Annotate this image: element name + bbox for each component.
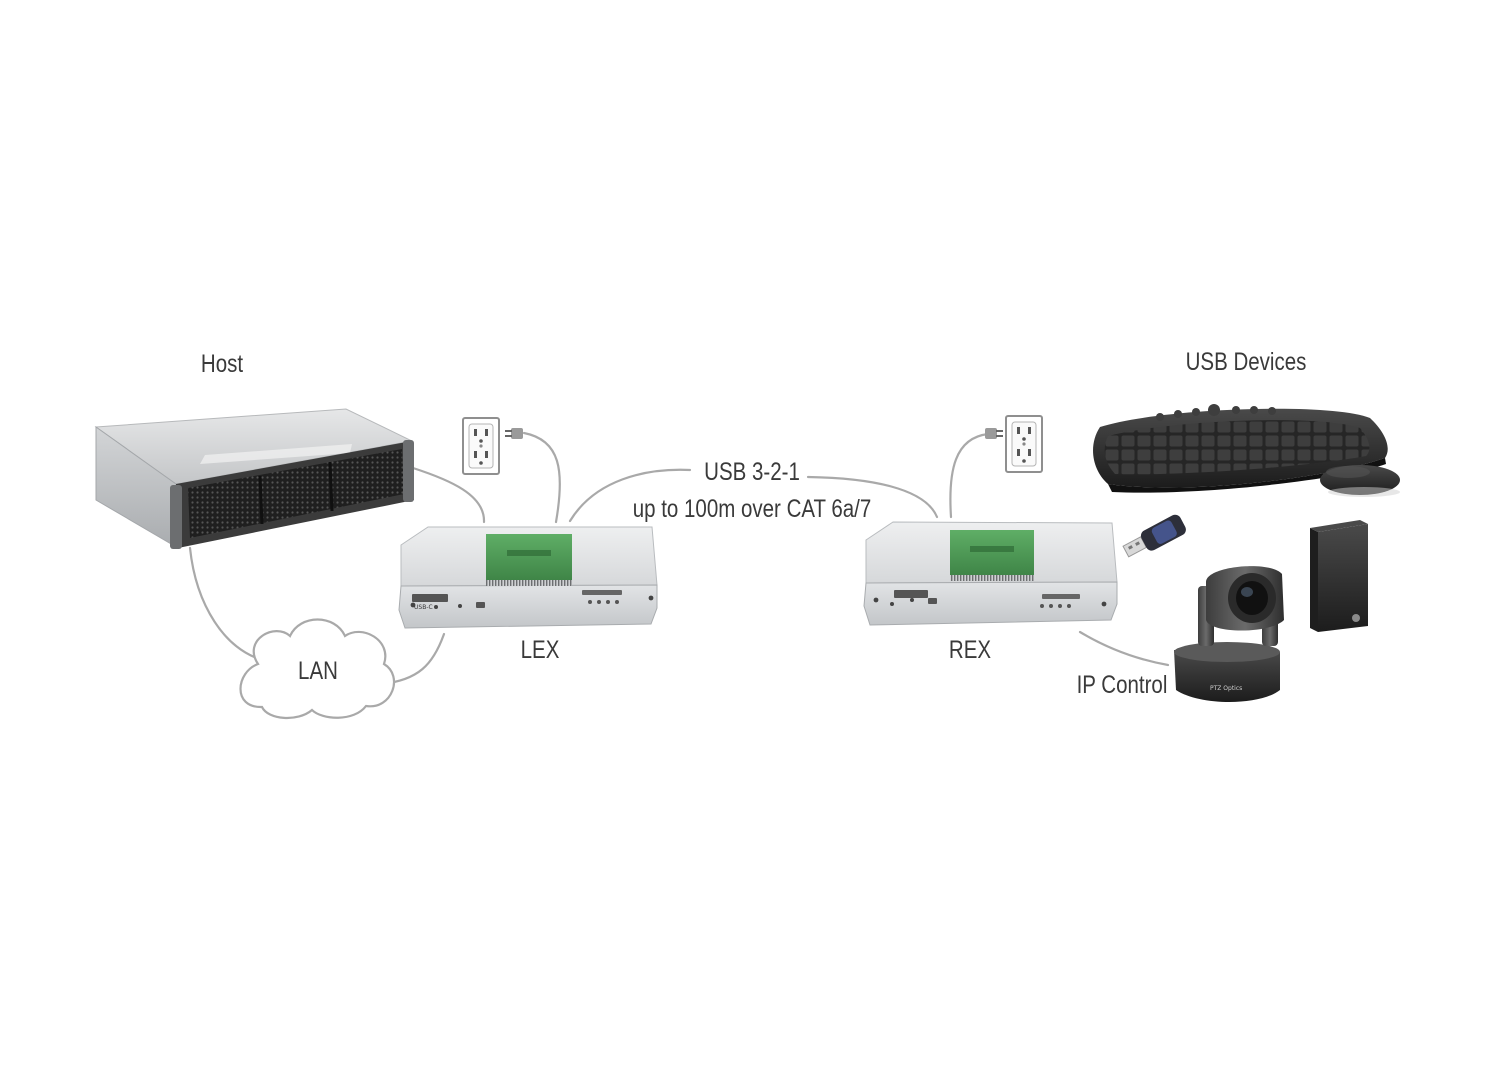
- ip-control-label: IP Control: [1076, 671, 1168, 699]
- extender-icon: USB-C: [398, 526, 658, 629]
- cable-lex-power: [522, 431, 561, 524]
- power-outlet-icon: [1005, 415, 1043, 473]
- cloud-icon: [239, 618, 395, 719]
- server-icon: [94, 408, 414, 549]
- ptz-camera-icon: PTZ Optics: [1174, 566, 1284, 702]
- usb-devices-label: USB Devices: [1185, 348, 1307, 376]
- extender-icon: [863, 521, 1118, 626]
- cable-host-to-lan: [188, 546, 265, 662]
- lan-label: LAN: [298, 657, 338, 685]
- hard-drive-icon: [1310, 520, 1368, 632]
- link-title-label: USB 3-2-1: [704, 458, 800, 486]
- lex-label: LEX: [520, 636, 560, 664]
- front-panel-model: USB-C: [414, 604, 433, 611]
- link-distance-label: up to 100m over CAT 6a/7: [632, 495, 872, 523]
- cable-rex-to-camera: [1078, 630, 1170, 667]
- power-plug-icon: [505, 428, 523, 439]
- rex-label: REX: [948, 636, 992, 664]
- usb-flash-drive-icon: [1122, 514, 1186, 558]
- cable-lex-to-rex-left: [568, 468, 692, 523]
- cable-rex-power: [949, 432, 990, 519]
- cable-lex-to-rex-right: [806, 475, 939, 519]
- power-outlet-icon: [462, 417, 500, 475]
- camera-brand: PTZ Optics: [1210, 685, 1242, 692]
- mouse-icon: [1320, 465, 1400, 497]
- cable-host-to-lex: [411, 466, 486, 524]
- power-plug-icon: [985, 428, 1003, 439]
- host-label: Host: [200, 350, 244, 378]
- keyboard-icon: [1093, 404, 1388, 493]
